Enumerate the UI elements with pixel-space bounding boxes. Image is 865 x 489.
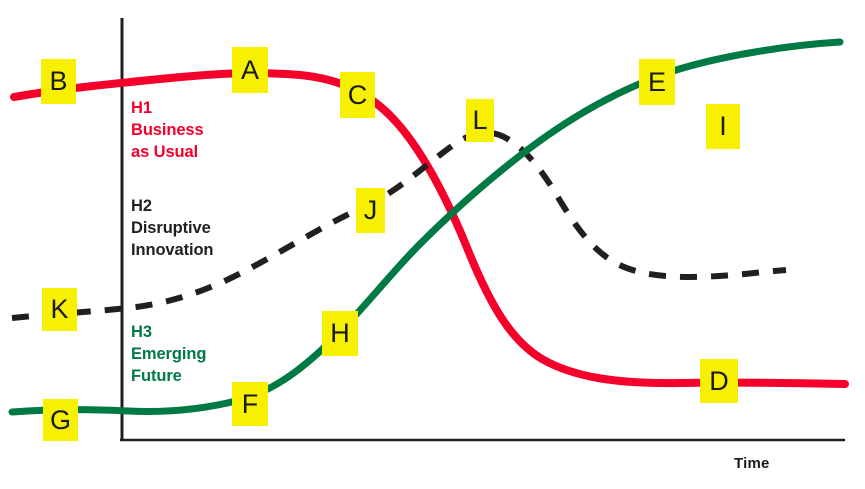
marker-j[interactable]: J	[356, 188, 385, 233]
marker-g[interactable]: G	[43, 399, 78, 441]
marker-h[interactable]: H	[322, 311, 358, 356]
h1-business-as-usual-curve	[10, 69, 849, 388]
marker-c[interactable]: C	[340, 72, 375, 118]
marker-a[interactable]: A	[232, 47, 268, 93]
marker-f[interactable]: F	[232, 382, 268, 426]
marker-k[interactable]: K	[42, 288, 77, 331]
annotation-h1-business-as-usual: H1 Business as Usual	[131, 99, 204, 161]
marker-l[interactable]: L	[466, 99, 494, 142]
marker-e[interactable]: E	[639, 59, 675, 105]
h2-disruptive-innovation-curve	[11, 129, 787, 321]
marker-d[interactable]: D	[700, 359, 738, 403]
marker-b[interactable]: B	[41, 59, 76, 104]
annotation-h3-emerging-future: H3 Emerging Future	[131, 323, 207, 385]
x-axis-label: Time	[734, 455, 770, 472]
marker-i[interactable]: I	[706, 104, 740, 149]
annotation-h2-disruptive-innovation: H2 Disruptive Innovation	[131, 197, 214, 259]
